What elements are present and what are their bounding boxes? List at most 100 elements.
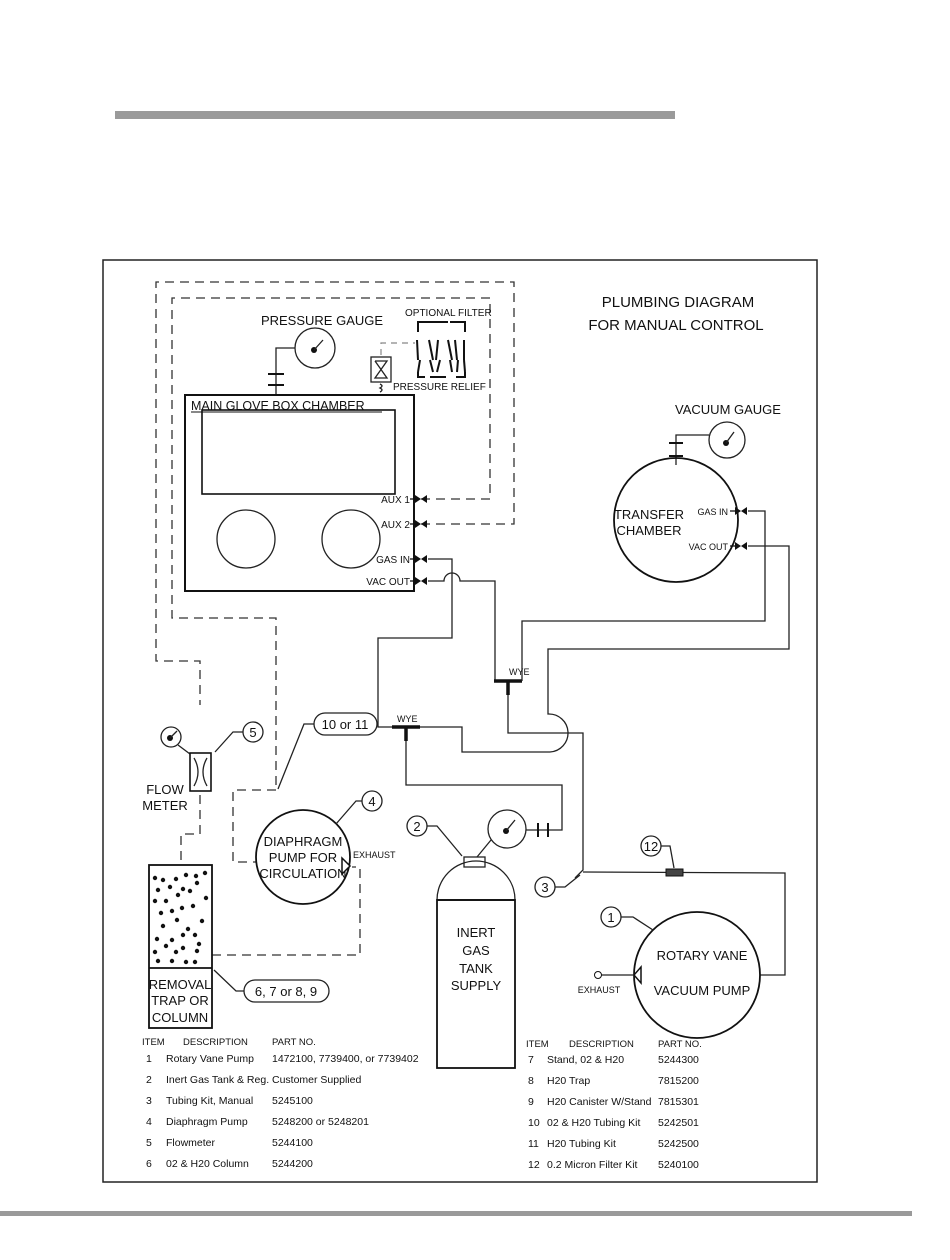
table-row: 4 Diaphragm Pump 5248200 or 5248201	[146, 1116, 369, 1128]
valve-icon	[735, 542, 747, 550]
main-chamber-label: MAIN GLOVE BOX CHAMBER	[191, 399, 365, 413]
table-cell-item: 12	[528, 1159, 540, 1171]
tank-supply-line	[405, 741, 563, 831]
callout-3: 3	[534, 874, 581, 898]
svg-text:5: 5	[249, 725, 256, 740]
table-cell-item: 4	[146, 1116, 152, 1128]
table-cell-description: Flowmeter	[166, 1137, 216, 1149]
media-dot	[158, 910, 164, 916]
diagram-frame	[102, 259, 818, 1183]
transfer-chamber-label-2: CHAMBER	[616, 523, 681, 538]
media-dot	[173, 876, 179, 882]
table-cell-item: 2	[146, 1074, 152, 1086]
media-dot	[152, 875, 158, 881]
callout-4: 4	[335, 790, 383, 825]
aux1-dashed-line	[171, 297, 491, 790]
table-cell-part-no: 5240100	[658, 1159, 699, 1171]
table-cell-item: 7	[528, 1054, 534, 1066]
media-dot	[155, 958, 161, 964]
diagram-title-line2: FOR MANUAL CONTROL	[588, 317, 763, 334]
gas-tank-label-2: GAS	[462, 943, 490, 958]
callout-1: 1	[600, 906, 654, 931]
table-header-item: ITEM	[142, 1037, 165, 1048]
micron-filter-icon	[665, 868, 684, 877]
callout-6-7-or-8-9: 6, 7 or 8, 9	[213, 969, 330, 1003]
valve-icon	[415, 520, 427, 528]
main-glove-box-chamber	[184, 394, 415, 592]
table-cell-item: 11	[528, 1138, 539, 1150]
media-dot	[202, 870, 208, 876]
table-cell-part-no: Customer Supplied	[272, 1074, 361, 1086]
exhaust-port-icon	[594, 971, 602, 979]
removal-trap	[148, 864, 213, 1029]
gas-tank-label-4: SUPPLY	[451, 978, 502, 993]
table-cell-description: Rotary Vane Pump	[166, 1053, 254, 1065]
table-row: 2 Inert Gas Tank & Reg.Customer Supplied	[146, 1074, 361, 1086]
vacuum-gauge-label: VACUUM GAUGE	[675, 402, 781, 417]
table-cell-description: 02 & H20 Tubing Kit	[547, 1117, 640, 1129]
diaphragm-pump	[255, 809, 351, 905]
media-dot	[185, 926, 191, 932]
transfer-chamber	[613, 457, 739, 583]
port-vac-out-label: VAC OUT	[366, 577, 410, 588]
table-cell-part-no: 5244300	[658, 1054, 699, 1066]
pressure-gauge-label: PRESSURE GAUGE	[261, 313, 383, 328]
footer-rule	[0, 1211, 912, 1216]
table-cell-part-no: 5248200 or 5248201	[272, 1116, 369, 1128]
media-dot	[169, 908, 175, 914]
table-header-part-no: PART NO.	[272, 1037, 316, 1048]
valve-icon	[415, 495, 427, 503]
media-dot	[190, 903, 196, 909]
table-cell-part-no: 1472100, 7739400, or 7739402	[272, 1053, 419, 1065]
table-cell-part-no: 5242500	[658, 1138, 699, 1150]
media-dot	[160, 877, 166, 883]
flow-meter-label-1: FLOW	[146, 782, 184, 797]
circulation-dashed-line	[232, 789, 276, 863]
callout-10-or-11: 10 or 11	[277, 712, 378, 790]
media-dot	[167, 884, 173, 890]
transfer-chamber-label-1: TRANSFER	[614, 507, 684, 522]
glove-port-left	[216, 509, 276, 569]
media-dot	[187, 888, 193, 894]
table-cell-item: 1	[146, 1053, 152, 1065]
pressure-gauge-line	[275, 347, 295, 394]
pump-line	[582, 871, 786, 976]
table-header-item: ITEM	[526, 1039, 549, 1050]
optional-filter-label: OPTIONAL FILTER	[405, 308, 492, 319]
rotary-vane-vacuum-pump	[633, 911, 761, 1039]
wye-upper-label: WYE	[509, 667, 530, 677]
table-cell-description: Diaphragm Pump	[166, 1116, 248, 1128]
diaphragm-pump-label-2: PUMP FOR	[269, 850, 337, 865]
table-cell-item: 8	[528, 1075, 534, 1087]
table-cell-description: H20 Canister W/Stand	[547, 1096, 652, 1108]
table-header-part-no: PART NO.	[658, 1039, 702, 1050]
valve-icon	[415, 577, 427, 585]
table-cell-description: Inert Gas Tank & Reg.	[166, 1074, 269, 1086]
diaphragm-pump-label-1: DIAPHRAGM	[264, 834, 343, 849]
header-rule	[115, 111, 675, 119]
port-aux1-label: AUX 1	[381, 495, 410, 506]
removal-trap-label-2: TRAP OR	[151, 993, 209, 1008]
vac-out-line	[428, 572, 496, 680]
pressure-relief-valve-icon	[370, 356, 392, 393]
vacuum-supply-line	[507, 695, 584, 879]
trap-media-dots	[152, 870, 209, 965]
svg-text:10 or 11: 10 or 11	[322, 717, 369, 732]
table-header-description: DESCRIPTION	[183, 1037, 248, 1048]
table-cell-description: Tubing Kit, Manual	[166, 1095, 253, 1107]
flowmeter-to-trap-dashed-line	[180, 795, 201, 862]
table-cell-part-no: 5244100	[272, 1137, 313, 1149]
vacuum-exhaust-icon	[633, 965, 642, 985]
media-dot	[183, 959, 189, 965]
optional-filter-icon	[416, 321, 466, 378]
media-dot	[179, 905, 185, 911]
aux2-dashed-line	[155, 281, 515, 705]
table-cell-description: Stand, 02 & H20	[547, 1054, 624, 1066]
media-dot	[174, 917, 180, 923]
diaphragm-exhaust-icon	[341, 856, 352, 876]
